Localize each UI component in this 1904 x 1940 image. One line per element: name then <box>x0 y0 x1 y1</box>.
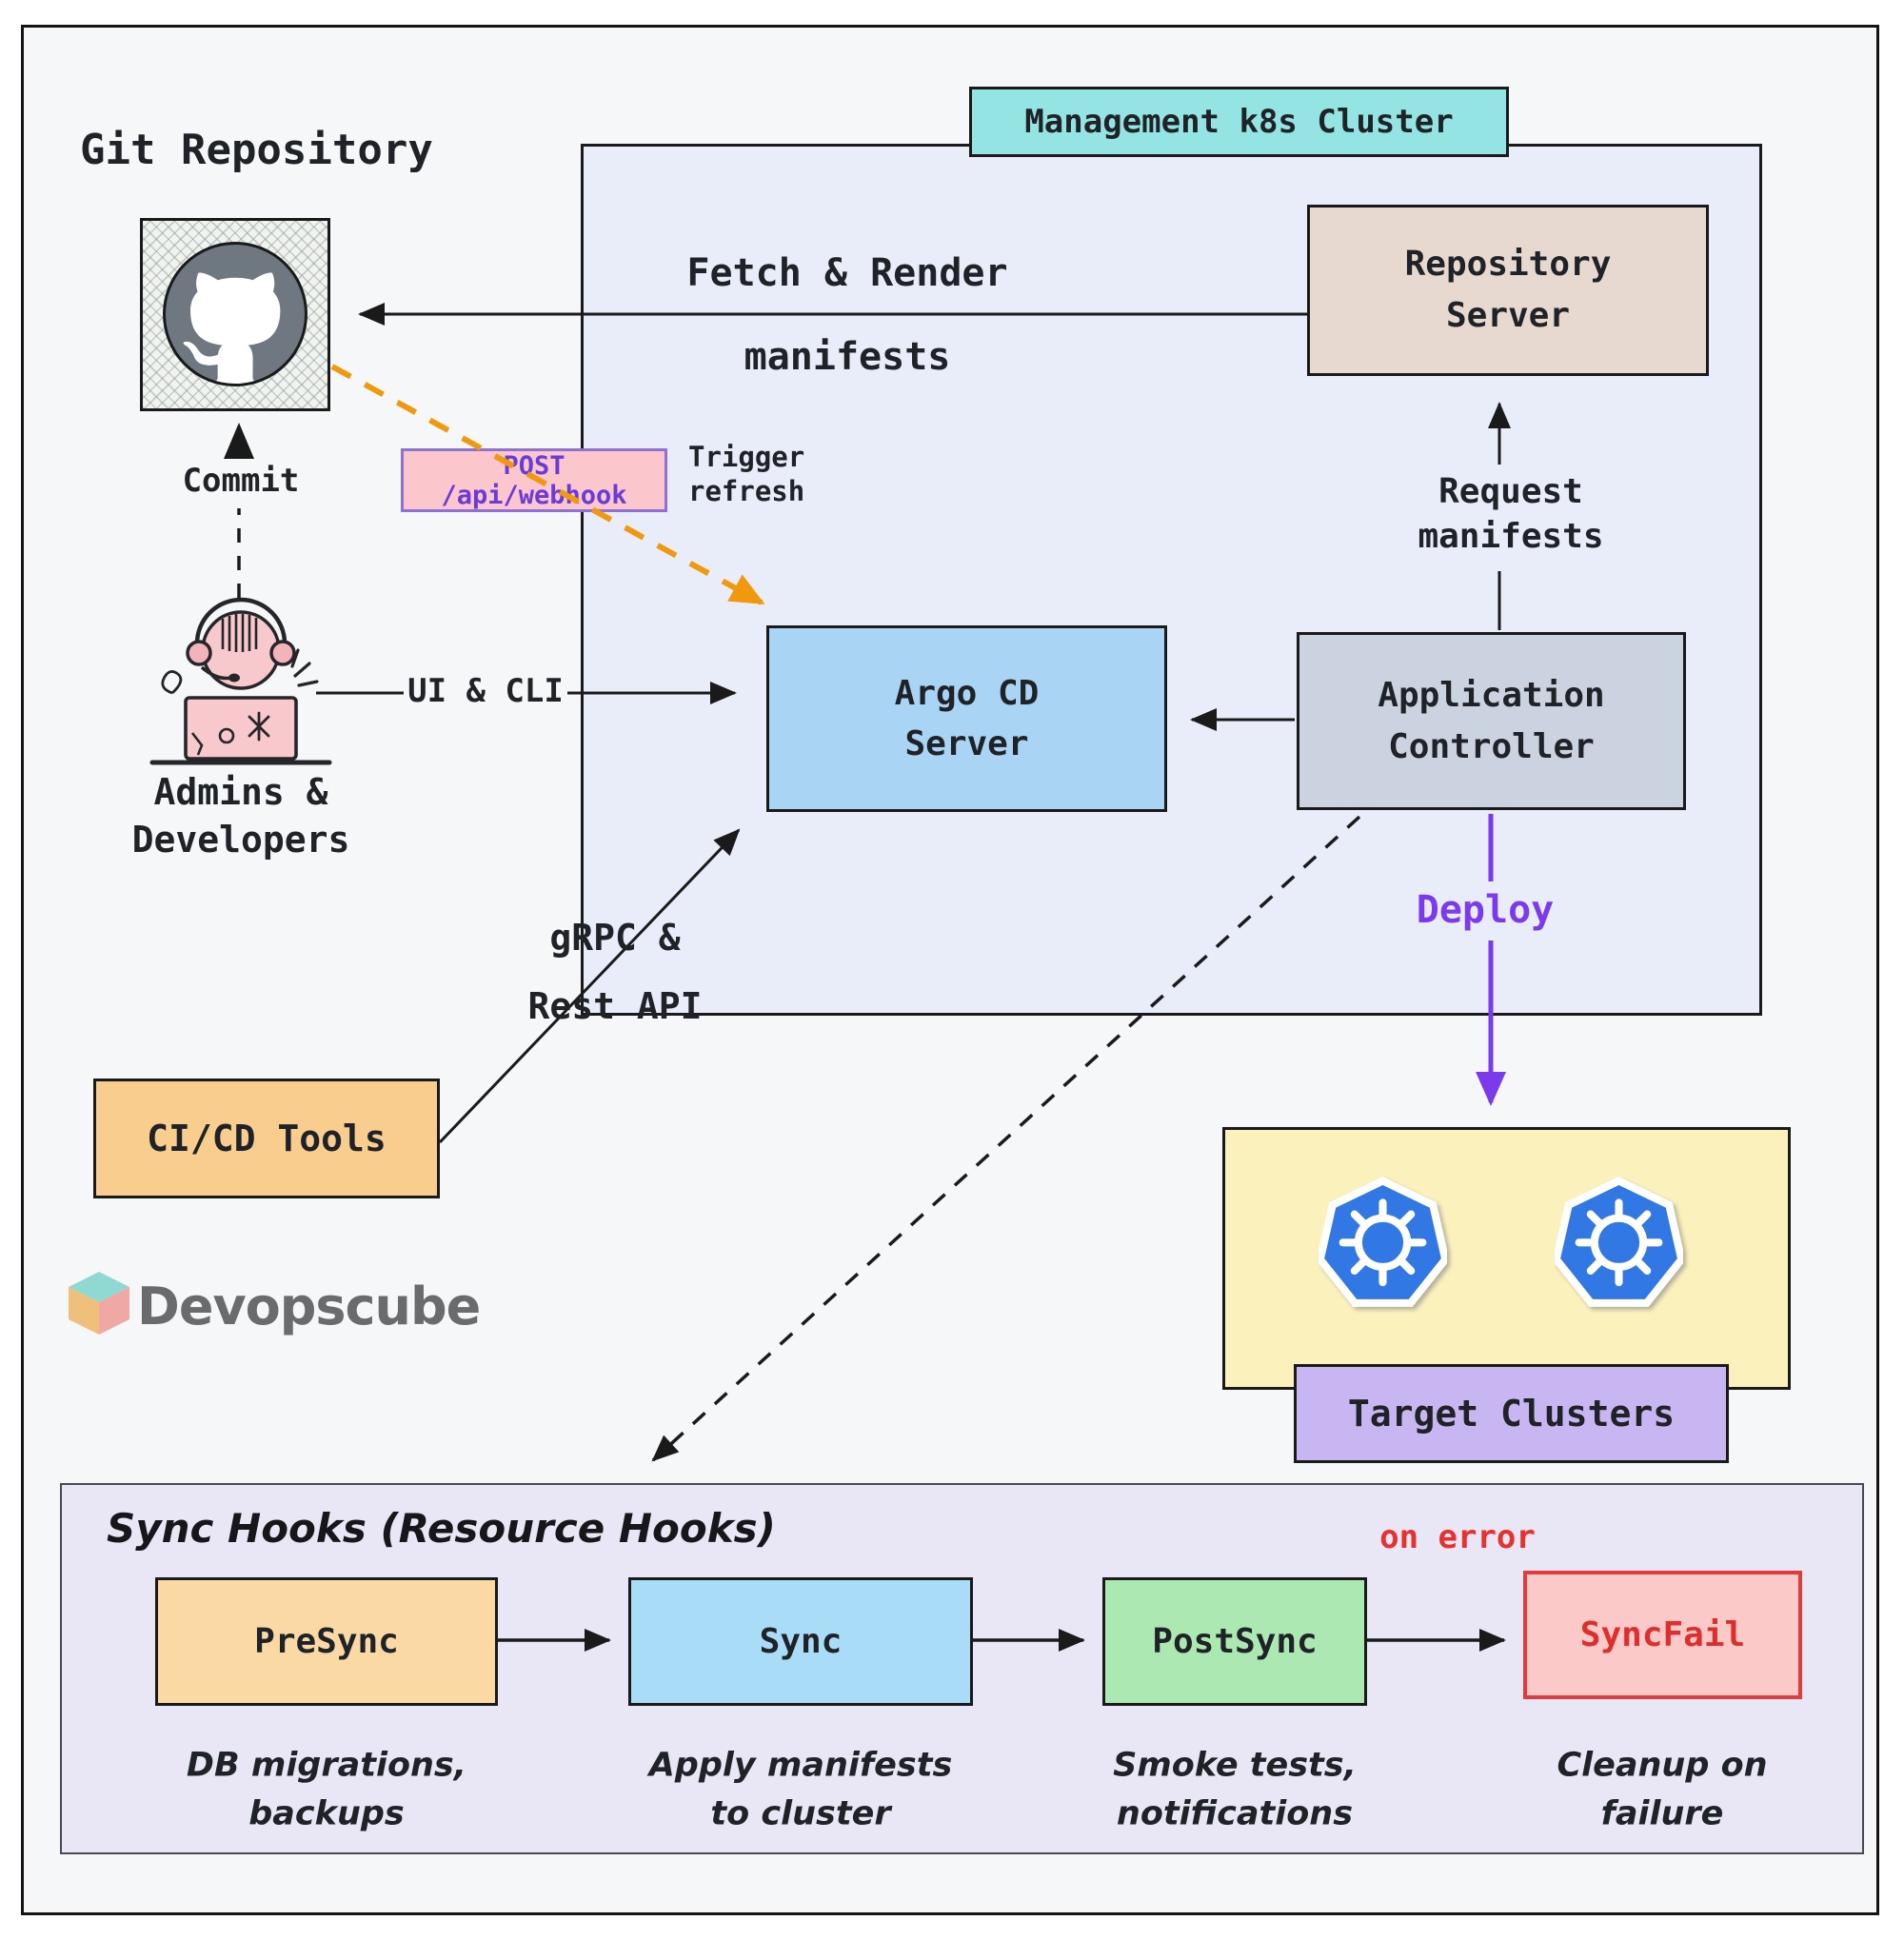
kubernetes-icon <box>1319 1177 1447 1307</box>
syncfail-caption: Cleanup on failure <box>1557 1746 1768 1832</box>
postsync-node: PostSync <box>1102 1577 1367 1706</box>
management-cluster-title-text: Management k8s Cluster <box>1024 103 1454 141</box>
devopscube-logo-icon <box>69 1272 129 1335</box>
repository-server-node: Repository Server <box>1307 205 1709 376</box>
devopscube-logo-text: Devopscube <box>137 1277 481 1336</box>
argo-cd-server-label: Argo CD Server <box>894 673 1040 763</box>
repository-server-label: Repository Server <box>1404 245 1612 335</box>
application-controller-label: Application Controller <box>1378 676 1605 766</box>
deploy-label: Deploy <box>1416 888 1555 932</box>
management-cluster-title: Management k8s Cluster <box>969 87 1509 157</box>
request-manifests-label: Request manifests <box>1418 472 1604 556</box>
webhook-badge: POST /api/webhook <box>401 448 667 512</box>
syncfail-node: SyncFail <box>1523 1571 1802 1699</box>
sync-hooks-title: Sync Hooks (Resource Hooks) <box>107 1505 776 1552</box>
cicd-tools-node: CI/CD Tools <box>93 1079 440 1198</box>
sync-node: Sync <box>628 1577 973 1706</box>
postsync-label: PostSync <box>1152 1622 1318 1661</box>
presync-node: PreSync <box>155 1577 498 1706</box>
git-repository-node <box>140 218 330 411</box>
grpc-rest-label: gRPC & Rest API <box>527 916 703 1027</box>
sync-label: Sync <box>759 1622 843 1661</box>
github-icon <box>163 242 307 386</box>
fetch-render-label: Fetch & Render manifests <box>686 251 1008 379</box>
sync-caption: Apply manifests to cluster <box>648 1746 953 1832</box>
syncfail-label: SyncFail <box>1579 1615 1746 1654</box>
cicd-tools-label: CI/CD Tools <box>147 1118 387 1159</box>
admins-developers-label: Admins & Developers <box>131 770 350 861</box>
ui-cli-label: UI & CLI <box>407 672 564 711</box>
postsync-caption: Smoke tests, notifications <box>1113 1746 1357 1832</box>
webhook-badge-text: POST /api/webhook <box>441 450 627 510</box>
target-clusters-label: Target Clusters <box>1347 1393 1676 1435</box>
argo-cd-server-node: Argo CD Server <box>766 625 1167 812</box>
commit-label: Commit <box>182 462 300 501</box>
presync-caption: DB migrations, backups <box>186 1746 467 1832</box>
target-clusters-box <box>1222 1127 1791 1390</box>
admin-person-icon <box>149 597 332 765</box>
kubernetes-icon <box>1555 1177 1683 1307</box>
target-clusters-label-box: Target Clusters <box>1294 1364 1729 1463</box>
application-controller-node: Application Controller <box>1297 632 1686 810</box>
presync-label: PreSync <box>254 1622 399 1661</box>
on-error-label: on error <box>1379 1518 1536 1557</box>
git-repository-label: Git Repository <box>80 126 433 174</box>
trigger-refresh-label: Trigger refresh <box>688 441 805 508</box>
